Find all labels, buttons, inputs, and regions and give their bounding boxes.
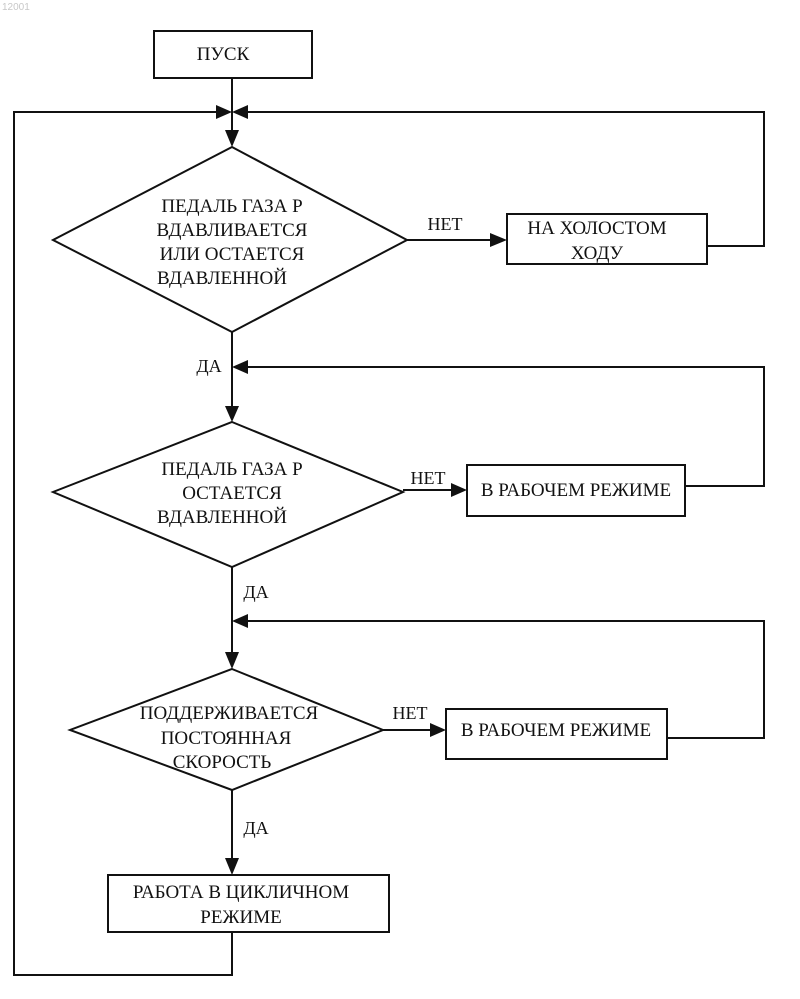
decision1-yes-label: ДА bbox=[196, 356, 221, 376]
decision2-line: ПЕДАЛЬ ГАЗА Р bbox=[161, 459, 302, 480]
decision2-yes-label: ДА bbox=[243, 582, 268, 602]
arrowhead bbox=[232, 105, 248, 119]
cycle-line: РАБОТА В ЦИКЛИЧНОМ bbox=[133, 882, 349, 903]
idle-line: НА ХОЛОСТОМ bbox=[527, 218, 666, 239]
decision3-line: ПОДДЕРЖИВАЕТСЯ bbox=[140, 703, 319, 724]
node-decision1: ПЕДАЛЬ ГАЗА Р ВДАВЛИВАЕТСЯ ИЛИ ОСТАЕТСЯ … bbox=[53, 147, 407, 332]
decision2-line: ВДАВЛЕННОЙ bbox=[157, 507, 287, 528]
node-cycle: РАБОТА В ЦИКЛИЧНОМ РЕЖИМЕ bbox=[108, 875, 389, 932]
node-decision3: ПОДДЕРЖИВАЕТСЯ ПОСТОЯННАЯ СКОРОСТЬ bbox=[70, 669, 383, 790]
node-decision2: ПЕДАЛЬ ГАЗА Р ОСТАЕТСЯ ВДАВЛЕННОЙ bbox=[53, 422, 403, 567]
node-start: ПУСК bbox=[154, 31, 312, 78]
decision2-no-label: НЕТ bbox=[411, 468, 446, 488]
arrowhead bbox=[225, 858, 239, 875]
arrowhead bbox=[232, 614, 248, 628]
arrowhead bbox=[225, 406, 239, 422]
decision2-line: ОСТАЕТСЯ bbox=[182, 483, 282, 504]
decision1-line: ИЛИ ОСТАЕТСЯ bbox=[160, 244, 305, 265]
work2-label: В РАБОЧЕМ РЕЖИМЕ bbox=[461, 720, 651, 741]
arrowhead bbox=[451, 483, 467, 497]
decision3-no-label: НЕТ bbox=[393, 703, 428, 723]
node-work1: В РАБОЧЕМ РЕЖИМЕ bbox=[467, 465, 685, 516]
node-work2: В РАБОЧЕМ РЕЖИМЕ bbox=[446, 709, 667, 759]
work1-label: В РАБОЧЕМ РЕЖИМЕ bbox=[481, 480, 671, 501]
decision1-no-label: НЕТ bbox=[428, 214, 463, 234]
arrowhead bbox=[232, 360, 248, 374]
decision3-line: ПОСТОЯННАЯ bbox=[161, 728, 292, 749]
decision1-line: ВДАВЛЕННОЙ bbox=[157, 268, 287, 289]
node-idle: НА ХОЛОСТОМ ХОДУ bbox=[507, 214, 707, 264]
decision3-yes-label: ДА bbox=[243, 818, 268, 838]
arrowhead bbox=[490, 233, 507, 247]
decision1-line: ВДАВЛИВАЕТСЯ bbox=[157, 220, 308, 241]
arrowhead bbox=[225, 652, 239, 669]
decision3-line: СКОРОСТЬ bbox=[173, 752, 272, 773]
decision1-line: ПЕДАЛЬ ГАЗА Р bbox=[161, 196, 302, 217]
arrowhead bbox=[430, 723, 446, 737]
arrowhead bbox=[225, 130, 239, 147]
cycle-line: РЕЖИМЕ bbox=[200, 907, 281, 928]
arrowhead bbox=[216, 105, 232, 119]
idle-line: ХОДУ bbox=[571, 243, 624, 264]
corner-mark: 12001 bbox=[2, 2, 30, 13]
start-label: ПУСК bbox=[197, 44, 250, 65]
